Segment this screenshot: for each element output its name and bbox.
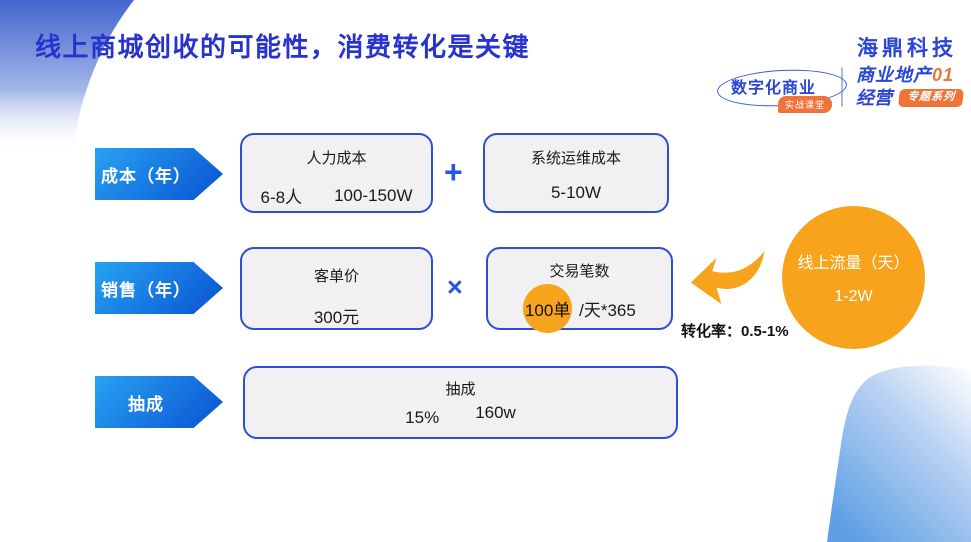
plus-operator: + [444,154,463,190]
row-label-commission: 抽成 [95,376,223,428]
box-labor-cost: 人力成本 6-8人 100-150W [240,133,433,213]
logo-digital-business: 数字化商业 实战课堂 [716,66,848,113]
row-label-sales: 销售（年） [95,262,223,314]
value-avg-order: 300元 [313,308,360,327]
transaction-values: 100单 /天*365 [523,284,636,333]
box-avg-order-value: 客单价 300元 [240,247,433,330]
traffic-circle: 线上流量（天） 1-2W [782,206,925,349]
box-values: 5-10W [551,183,601,203]
box-title: 系统运维成本 [530,150,621,167]
logo-series-text2: 经营 [856,87,892,108]
box-title: 抽成 [445,381,476,398]
box-title: 交易笔数 [549,263,610,280]
value-headcount: 6-8人 [260,188,303,207]
box-values: 15% 160w [405,403,516,428]
box-title: 人力成本 [306,150,367,167]
bottom-right-blob [827,365,971,542]
row-label-cost: 成本（年） [95,148,223,200]
box-values: 300元 [314,303,359,328]
conversion-rate-label: 转化率：0.5-1% [681,323,789,340]
logo-series-text: 商业地产 [856,65,932,85]
top-left-blob [0,0,134,152]
logo-left-text: 数字化商业 [730,79,816,97]
multiply-operator: × [447,272,463,302]
logo-left-badge: 实战课堂 [777,95,832,113]
box-transactions: 交易笔数 100单 /天*365 [486,247,673,333]
conversion-arrow-icon [690,251,765,305]
logo-series-number: 01 [932,65,955,85]
value-system-cost: 5-10W [550,183,602,202]
value-commission-amount: 160w [475,403,516,422]
traffic-value: 1-2W [834,288,873,305]
box-values: 6-8人 100-150W [260,183,412,208]
logo-series: 商业地产01 经营 专题系列 [856,64,964,110]
page-title: 线上商城创收的可能性，消费转化是关键 [35,32,531,62]
highlight-circle: 100单 [523,284,573,333]
logo-series-badge: 专题系列 [898,88,964,107]
traffic-title: 线上流量（天） [797,255,910,272]
logo-divider [841,66,843,107]
box-title: 客单价 [313,268,359,285]
logo-bar: 数字化商业 实战课堂 商业地产01 经营 专题系列 [716,64,964,113]
value-labor-cost: 100-150W [334,185,413,205]
brand-name: 海鼎科技 [857,37,957,60]
value-commission-rate: 15% [405,408,440,427]
value-per-day: /天*365 [579,301,636,320]
box-commission: 抽成 15% 160w [243,366,678,439]
box-system-cost: 系统运维成本 5-10W [483,133,669,213]
logo-series-line1: 商业地产01 [856,64,963,87]
logo-series-line2: 经营 专题系列 [856,87,964,110]
